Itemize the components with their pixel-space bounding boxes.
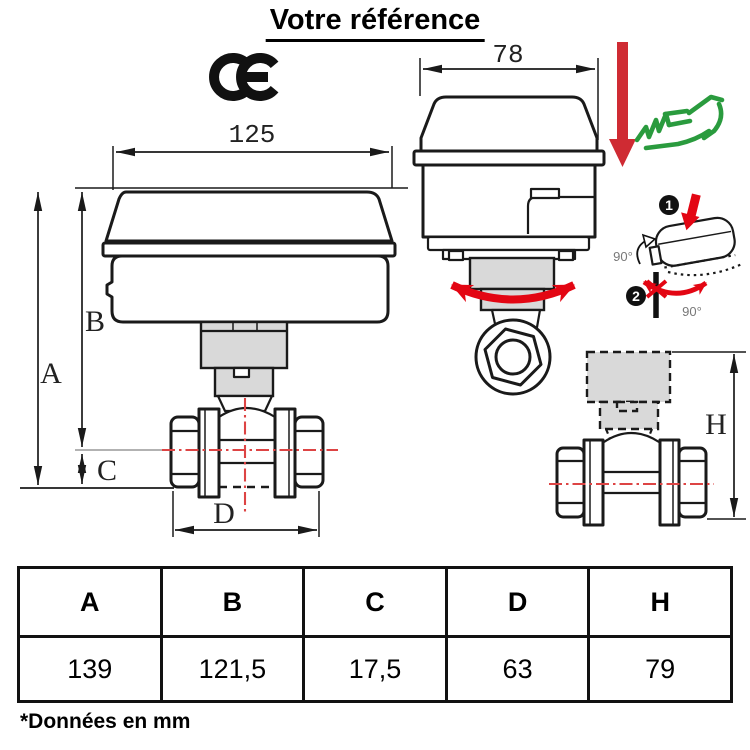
dimensions-table: A B C D H 139 121,5 17,5 63 79	[17, 566, 733, 703]
angle-bottom-label: 90°	[682, 304, 702, 319]
dim-a-label: A	[40, 357, 62, 390]
side-view-drawing: 125	[20, 120, 408, 537]
step-1-label: 1	[665, 197, 673, 213]
dim-125-label: 125	[229, 120, 276, 150]
header-b: B	[159, 566, 306, 638]
height-view-drawing: H	[549, 350, 746, 527]
units-footnote: *Données en mm	[20, 710, 191, 733]
dim-c-label: C	[97, 454, 117, 487]
value-c: 17,5	[302, 635, 448, 703]
dim-b-label: B	[85, 305, 105, 338]
table-header-row: A B C D H	[17, 566, 733, 638]
header-h: H	[587, 566, 733, 638]
page-title: Votre référence	[265, 4, 485, 42]
rotation-steps-icon: 1 90° 2 90°	[613, 193, 743, 319]
header-c: C	[302, 566, 448, 638]
value-b: 121,5	[159, 635, 306, 703]
table-value-row: 139 121,5 17,5 63 79	[17, 635, 733, 703]
ce-mark-icon	[209, 53, 279, 101]
value-d: 63	[444, 635, 591, 703]
angle-side-label: 90°	[613, 249, 633, 264]
front-view-drawing: 78	[412, 40, 606, 396]
value-a: 139	[17, 635, 163, 703]
technical-drawing: 125	[20, 40, 746, 537]
hand-icon	[634, 94, 725, 151]
header-a: A	[17, 566, 163, 638]
dim-h-label: H	[705, 408, 727, 441]
step-2-label: 2	[632, 288, 640, 304]
header-d: D	[444, 566, 591, 638]
down-arrow-icon	[609, 42, 636, 167]
dim-78-label: 78	[492, 40, 523, 70]
value-h: 79	[587, 635, 733, 703]
dim-d-label: D	[213, 497, 235, 530]
